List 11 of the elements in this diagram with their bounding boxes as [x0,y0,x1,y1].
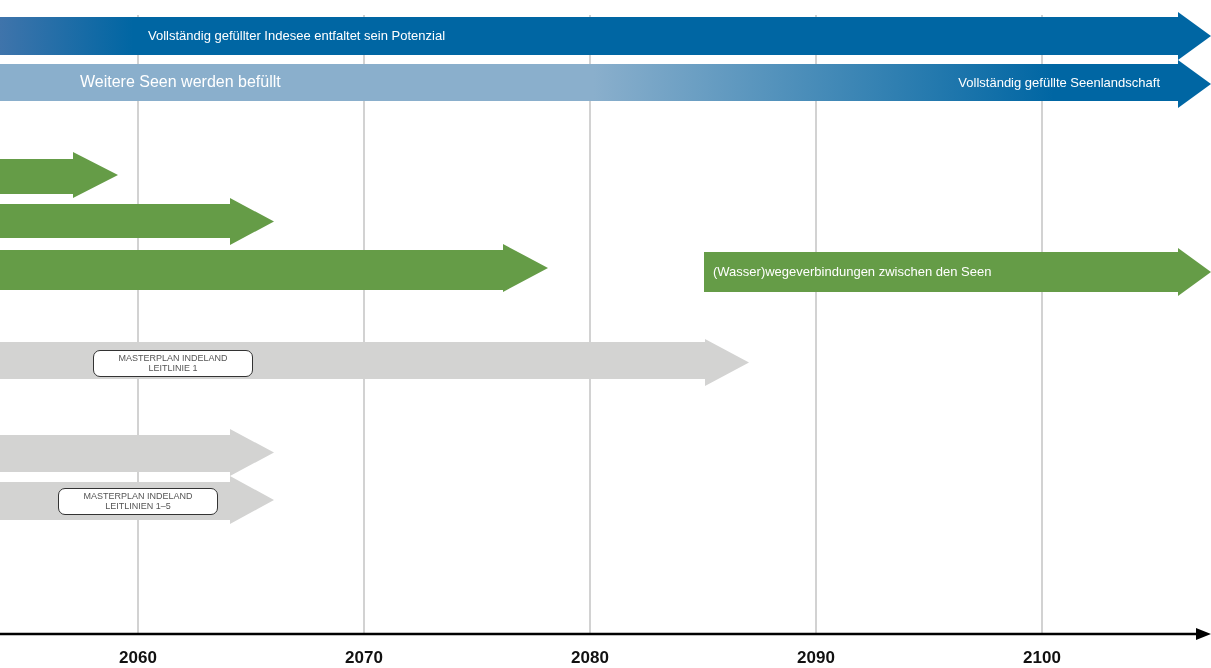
bar-label: (Wasser)wegeverbindungen zwischen den Seen [713,264,992,280]
bar-label: Vollständig gefüllte Seenlandschaft [958,74,1160,90]
bar-label: Vollständig gefüllter Indesee entfaltet sein Potenzial [148,28,446,44]
year-label: 2060 [119,648,157,668]
bar-label: Weitere Seen werden befüllt [80,72,281,91]
guideline-tag: MASTERPLAN INDELAND LEITLINIE 1 [93,350,253,377]
year-label: 2090 [797,648,835,668]
guideline-tag: MASTERPLAN INDELAND LEITLINIEN 1–5 [58,488,218,515]
year-label: 2100 [1023,648,1061,668]
year-label: 2070 [345,648,383,668]
year-label: 2080 [571,648,609,668]
